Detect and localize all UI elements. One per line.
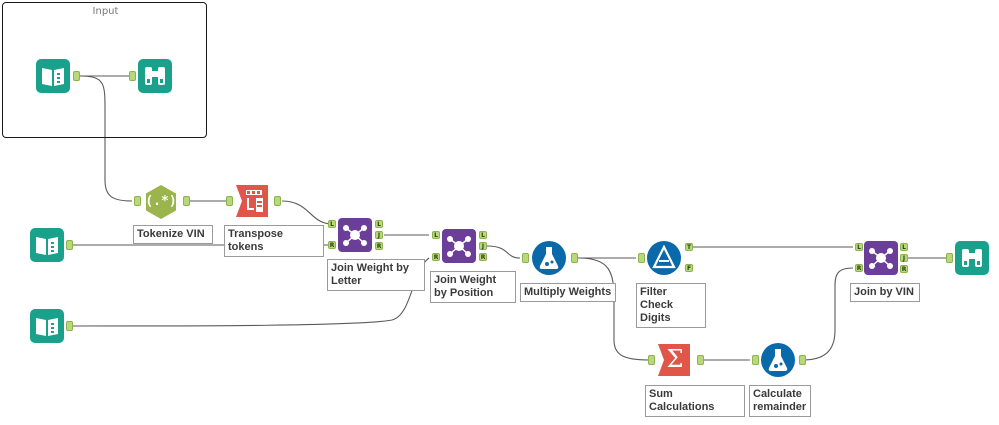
wire-join2-formula1 <box>486 245 521 259</box>
regex-tool[interactable]: (.*) <box>143 184 179 220</box>
join-right-anchor[interactable]: R <box>328 241 336 249</box>
filter-icon <box>647 241 681 275</box>
tool-label-tokenize: Tokenize VIN <box>133 225 213 244</box>
input-anchor[interactable] <box>226 196 233 206</box>
wire-formula2-join3 <box>802 267 854 361</box>
tool-label-transpose: Transpose tokens <box>224 225 324 257</box>
flask-icon <box>532 241 566 275</box>
join-tool[interactable] <box>338 218 372 252</box>
sigma-glyph: Σ <box>666 345 684 373</box>
binoculars-icon <box>138 59 172 93</box>
join-tool[interactable] <box>442 229 476 263</box>
book-icon <box>30 309 64 343</box>
join-tool[interactable] <box>864 241 898 275</box>
tool-label-filter: Filter Check Digits <box>636 283 706 328</box>
flask-icon <box>761 343 795 377</box>
tool-label-join-vin: Join by VIN <box>850 283 920 302</box>
output-anchor[interactable] <box>571 253 578 263</box>
input-anchor[interactable] <box>752 355 759 365</box>
tool-label-join-position: Join Weight by Position <box>430 271 516 303</box>
formula-tool[interactable] <box>760 342 796 378</box>
join-inner-output-anchor[interactable]: J <box>900 254 908 262</box>
summarize-icon <box>658 344 690 376</box>
regex-icon <box>146 185 176 219</box>
transpose-icon <box>236 185 268 217</box>
join-left-anchor[interactable]: L <box>855 243 863 251</box>
tool-label-multiply: Multiply Weights <box>520 283 616 302</box>
output-anchor[interactable] <box>274 196 281 206</box>
transpose-tool[interactable] <box>234 184 268 218</box>
input-anchor[interactable] <box>946 253 953 263</box>
join-icon <box>442 229 476 263</box>
input-data-tool[interactable] <box>30 228 64 262</box>
regex-glyph: (.*) <box>145 194 177 209</box>
join-left-output-anchor[interactable]: L <box>375 220 383 228</box>
input-anchor[interactable] <box>129 71 136 81</box>
formula-tool[interactable] <box>531 240 567 276</box>
input-data-tool[interactable] <box>36 59 70 93</box>
output-anchor[interactable] <box>697 355 704 365</box>
join-icon <box>338 218 372 252</box>
input-anchor[interactable] <box>522 253 529 263</box>
filter-tool[interactable] <box>646 240 682 276</box>
summarize-tool[interactable]: Σ <box>656 343 690 377</box>
tool-label-remainder: Calculate remainder <box>749 385 811 417</box>
browse-tool[interactable] <box>138 59 172 93</box>
input-anchor[interactable] <box>638 253 645 263</box>
wire-input1-regex <box>79 75 133 202</box>
join-inner-output-anchor[interactable]: J <box>375 231 383 239</box>
join-left-anchor[interactable]: L <box>328 220 336 228</box>
filter-true-anchor[interactable]: T <box>685 243 693 251</box>
output-anchor[interactable] <box>73 71 80 81</box>
browse-tool[interactable] <box>955 241 989 275</box>
join-left-anchor[interactable]: L <box>432 231 440 239</box>
input-container[interactable]: Input <box>2 2 207 138</box>
tool-label-join-letter: Join Weight by Letter <box>327 259 425 291</box>
join-left-output-anchor[interactable]: L <box>479 231 487 239</box>
container-title: Input <box>92 6 119 17</box>
input-data-tool[interactable] <box>30 309 64 343</box>
join-left-output-anchor[interactable]: L <box>900 243 908 251</box>
binoculars-icon <box>955 241 989 275</box>
input-anchor[interactable] <box>134 196 141 206</box>
output-anchor[interactable] <box>183 196 190 206</box>
book-icon <box>30 228 64 262</box>
join-inner-output-anchor[interactable]: J <box>479 242 487 250</box>
join-icon <box>864 241 898 275</box>
join-right-anchor[interactable]: R <box>855 264 863 272</box>
join-right-output-anchor[interactable]: R <box>375 242 383 250</box>
output-anchor[interactable] <box>66 240 73 250</box>
wire-transpose-join1 <box>281 200 333 225</box>
join-right-output-anchor[interactable]: R <box>900 265 908 273</box>
join-right-anchor[interactable]: R <box>432 253 440 261</box>
input-anchor[interactable] <box>648 355 655 365</box>
join-right-output-anchor[interactable]: R <box>479 253 487 261</box>
filter-false-anchor[interactable]: F <box>685 264 693 272</box>
tool-label-sum: Sum Calculations <box>645 385 745 417</box>
output-anchor[interactable] <box>66 321 73 331</box>
output-anchor[interactable] <box>799 355 806 365</box>
book-icon <box>36 59 70 93</box>
